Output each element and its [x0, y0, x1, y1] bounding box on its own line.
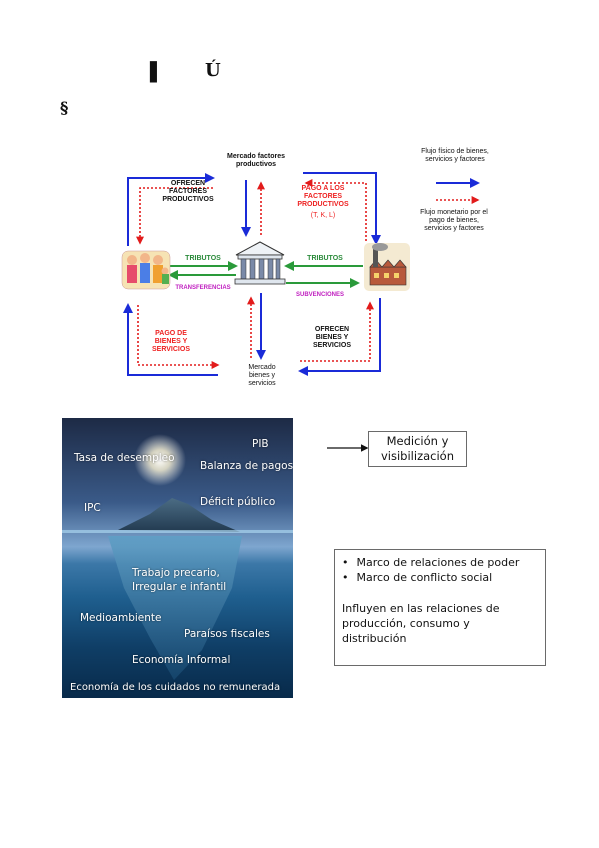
- marco-box: •Marco de relaciones de poder •Marco de …: [334, 549, 546, 666]
- iceberg-underwater: [108, 536, 242, 680]
- marco-para-1: Influyen en las relaciones de: [342, 602, 500, 615]
- label-mercado-bienes: Mercado bienes y servicios: [248, 364, 276, 387]
- label-tributos-right: TRIBUTOS: [307, 255, 343, 262]
- iceberg-label-economia-informal: Economía Informal: [132, 654, 231, 666]
- sun-glow: [134, 434, 186, 486]
- iceberg-label-tasa-desempleo: Tasa de desempleo: [74, 452, 175, 464]
- iceberg-label-ipc: IPC: [84, 502, 101, 514]
- header-glyph-1: ▌: [150, 62, 164, 83]
- iceberg-label-paraisos: Paraísos fiscales: [184, 628, 270, 640]
- iceberg-image: PIB Tasa de desempleo Balanza de pagos I…: [62, 418, 293, 698]
- arrow-to-medicion: [327, 444, 369, 452]
- iceberg-tip: [118, 498, 240, 532]
- header-glyph-3: §: [60, 98, 69, 117]
- legend-monetario-label: Flujo monetario por el pago de bienes, s…: [420, 209, 488, 232]
- iceberg-label-trabajo-2: Irregular e infantil: [132, 581, 227, 593]
- blue-arrow-goods-to-households: [123, 303, 218, 376]
- label-pago-factores-sub: (T, K, L): [310, 212, 336, 219]
- label-tributos-left: TRIBUTOS: [185, 255, 221, 262]
- label-transferencias: TRANSFERENCIAS: [175, 285, 231, 291]
- medicion-box: Medición y visibilización: [368, 431, 467, 467]
- label-pago-bienes: PAGO DE BIENES Y SERVICIOS: [152, 330, 190, 353]
- iceberg-label-balanza-pagos: Balanza de pagos: [200, 460, 293, 472]
- factory-illustration: [364, 243, 410, 291]
- red-arrow-firms-pay-factors: [304, 179, 367, 241]
- red-arrow-goods-market-pays-firms: [300, 301, 374, 362]
- iceberg-label-medioambiente: Medioambiente: [80, 612, 162, 624]
- blue-arrow-factor-market-to-firms: [303, 172, 381, 245]
- red-arrow-households-pay-goods: [137, 305, 220, 369]
- households-illustration: [121, 250, 171, 290]
- circular-flow-diagram: Mercado factores productivos OFRECEN FAC…: [118, 143, 490, 398]
- iceberg-label-trabajo-1: Trabajo precario,: [132, 567, 220, 579]
- blue-arrow-firms-to-goods-market: [298, 298, 381, 376]
- marco-bullet-2: •Marco de conflicto social: [342, 571, 493, 584]
- label-pago-factores: PAGO A LOS FACTORES PRODUCTIVOS: [297, 185, 349, 208]
- iceberg-shape: [62, 434, 293, 680]
- red-arrow-payment-to-households: [136, 187, 213, 245]
- label-subvenciones: SUBVENCIONES: [295, 292, 344, 298]
- iceberg-label-economia-cuidados: Economía de los cuidados no remunerada: [70, 682, 281, 693]
- iceberg-label-pib: PIB: [252, 438, 269, 450]
- label-ofrecen-bienes: OFRECEN BIENES Y SERVICIOS: [313, 326, 351, 349]
- state-building-illustration: [234, 241, 286, 285]
- blue-arrow-households-to-factor-market: [127, 173, 215, 246]
- marco-para-2: producción, consumo y: [342, 617, 470, 630]
- label-mercado-factores: Mercado factores productivos: [227, 153, 285, 168]
- medicion-line-1: Medición y: [386, 434, 449, 448]
- marco-para-3: distribución: [342, 632, 407, 645]
- header-glyph-2: Ú: [205, 60, 221, 81]
- flow-arrows: [121, 172, 480, 376]
- label-ofrecen-factores: OFRECEN FACTORES PRODUCTIVOS: [162, 180, 214, 203]
- legend-fisico-label: Flujo físico de bienes, servicios y fact…: [421, 148, 489, 163]
- marco-bullet-1: •Marco de relaciones de poder: [342, 556, 520, 569]
- medicion-line-2: visibilización: [381, 449, 454, 463]
- iceberg-label-deficit: Déficit público: [200, 496, 276, 508]
